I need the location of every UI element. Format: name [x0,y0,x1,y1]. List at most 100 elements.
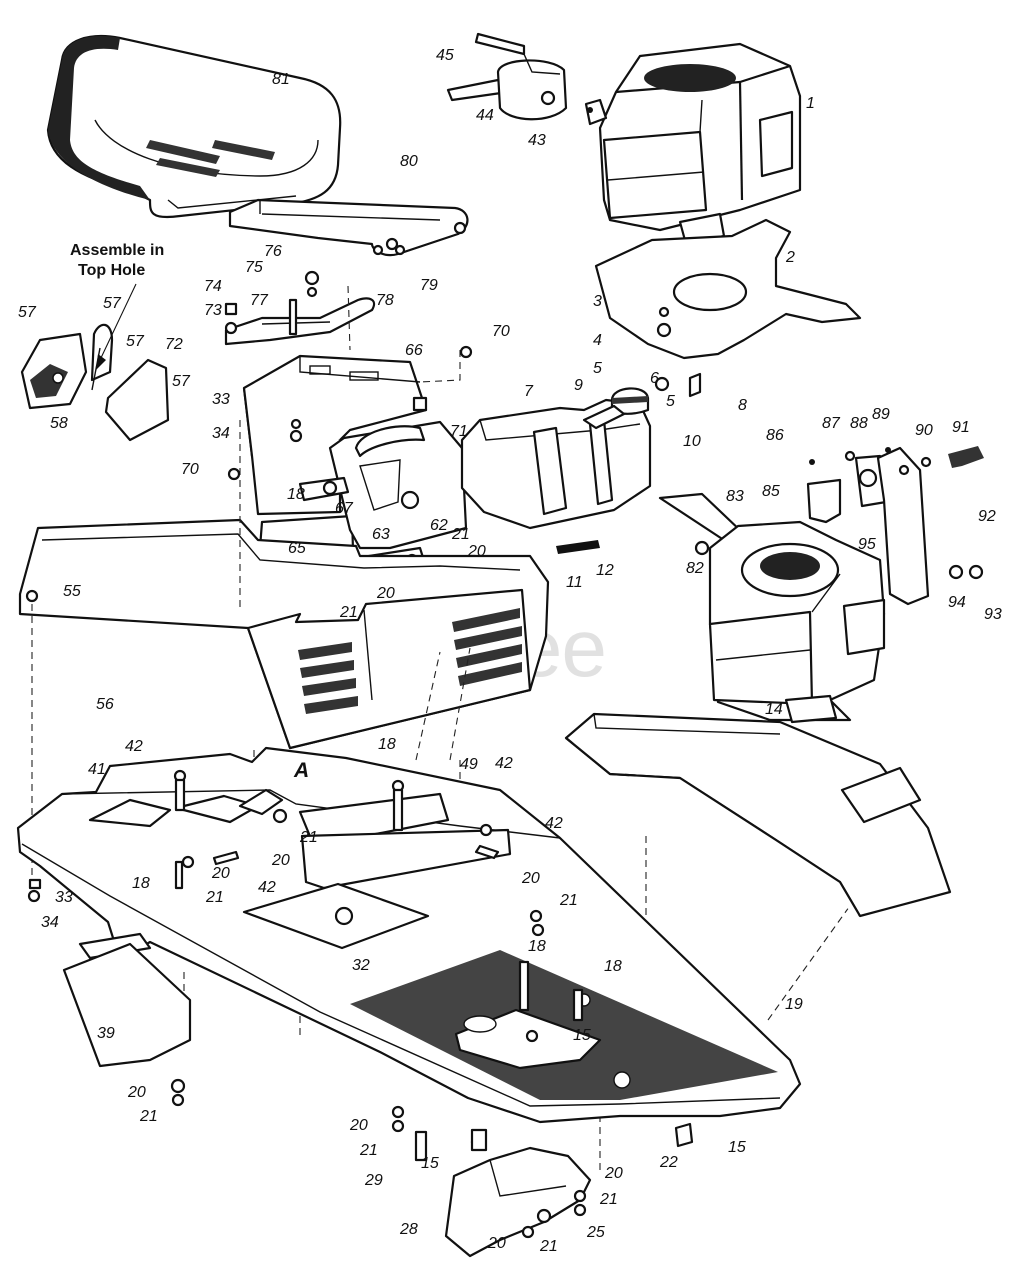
rear-hitch-bracket [391,1105,694,1258]
callout-c63: 63 [372,526,390,543]
callout-c32: 32 [352,957,370,974]
callout-c41: 41 [88,761,106,778]
callout-c7: 7 [524,383,534,400]
callout-c21g: 21 [359,1142,378,1159]
callout-c22: 22 [659,1154,678,1171]
engine-side-bracket [806,446,984,606]
note-leader [99,283,137,361]
callout-c18d: 18 [528,938,546,955]
callout-c72: 72 [165,336,183,353]
callout-c5b: 5 [666,393,675,410]
assembly-note-line1: Assemble in [70,242,164,259]
callout-c4: 4 [593,332,602,349]
front-bracket [62,932,192,1107]
callout-c49: 49 [460,756,478,773]
callout-c33a: 33 [212,391,230,408]
callout-c21f: 21 [139,1108,158,1125]
callout-c44: 44 [476,107,494,124]
callout-c62: 62 [430,517,448,534]
callout-c21a: 21 [451,526,470,543]
callout-c73: 73 [204,302,222,319]
hardware [25,345,584,1043]
callout-c18b: 18 [378,736,396,753]
callout-c6: 6 [650,370,659,387]
callout-c5a: 5 [593,360,602,377]
callout-c42a: 42 [125,738,143,755]
callout-c42d: 42 [258,879,276,896]
callout-c21i: 21 [539,1238,558,1255]
callout-c8: 8 [738,397,747,414]
callout-c20e: 20 [521,870,540,887]
callout-c70b: 70 [181,461,199,478]
callout-c42c: 42 [545,815,563,832]
callout-c20h: 20 [604,1165,623,1182]
callout-c92: 92 [978,508,996,525]
fuel-tank [460,387,652,554]
callout-c18a: 18 [287,486,305,503]
callout-c15b: 15 [421,1155,439,1172]
callout-c25: 25 [586,1224,605,1241]
callout-c28: 28 [399,1221,418,1238]
callout-c19: 19 [785,996,803,1013]
callout-c65: 65 [288,540,306,557]
callout-c11: 11 [566,574,583,591]
seat-rail [224,244,406,346]
hood [18,518,550,750]
callout-c87: 87 [822,415,841,432]
callout-c43: 43 [528,132,546,149]
callout-c34b: 34 [41,914,59,931]
callout-c10: 10 [683,433,701,450]
callout-c3: 3 [593,293,602,310]
callout-c18e: 18 [604,958,622,975]
callout-c77: 77 [250,292,269,309]
callout-c55: 55 [63,583,81,600]
callout-c45: 45 [436,47,454,64]
main-frame [16,746,802,1124]
callout-c21b: 21 [339,604,358,621]
callout-c29: 29 [364,1172,383,1189]
callout-c57c: 57 [126,333,145,350]
callout-c21c: 21 [299,829,318,846]
callout-c20b: 20 [376,585,395,602]
section-mark-a: A [293,759,309,782]
callout-c20f: 20 [127,1084,146,1101]
callout-c94: 94 [948,594,966,611]
callout-c15c: 15 [728,1139,746,1156]
callout-c56: 56 [96,696,114,713]
callout-c81: 81 [272,71,290,88]
engine-mount-plate [594,218,862,398]
callout-c20g: 20 [349,1117,368,1134]
callout-c57b: 57 [103,295,122,312]
seat [46,34,342,219]
callout-c83: 83 [726,488,744,505]
callout-c66: 66 [405,342,423,359]
callout-c20i: 20 [487,1235,506,1252]
callout-c67: 67 [335,500,354,517]
callout-c42b: 42 [495,755,513,772]
callout-c76: 76 [264,243,282,260]
callout-c57a: 57 [18,304,37,321]
callout-c89: 89 [872,406,890,423]
callout-c1: 1 [806,95,815,112]
callout-c85: 85 [762,483,780,500]
callout-c33b: 33 [55,889,73,906]
assembly-note-line2: Top Hole [78,262,145,279]
callout-c18c: 18 [132,875,150,892]
side-bracket [20,323,170,442]
callout-c58: 58 [50,415,68,432]
callout-c57d: 57 [172,373,191,390]
callout-c21h: 21 [599,1191,618,1208]
callout-c70a: 70 [492,323,510,340]
engine-lower [658,492,886,724]
callout-c75: 75 [245,259,263,276]
callout-c82: 82 [686,560,704,577]
callout-c90: 90 [915,422,933,439]
engine-top [598,42,802,246]
callout-c34a: 34 [212,425,230,442]
muffler [446,32,608,126]
callout-c80: 80 [400,153,418,170]
battery-cover [564,712,952,918]
